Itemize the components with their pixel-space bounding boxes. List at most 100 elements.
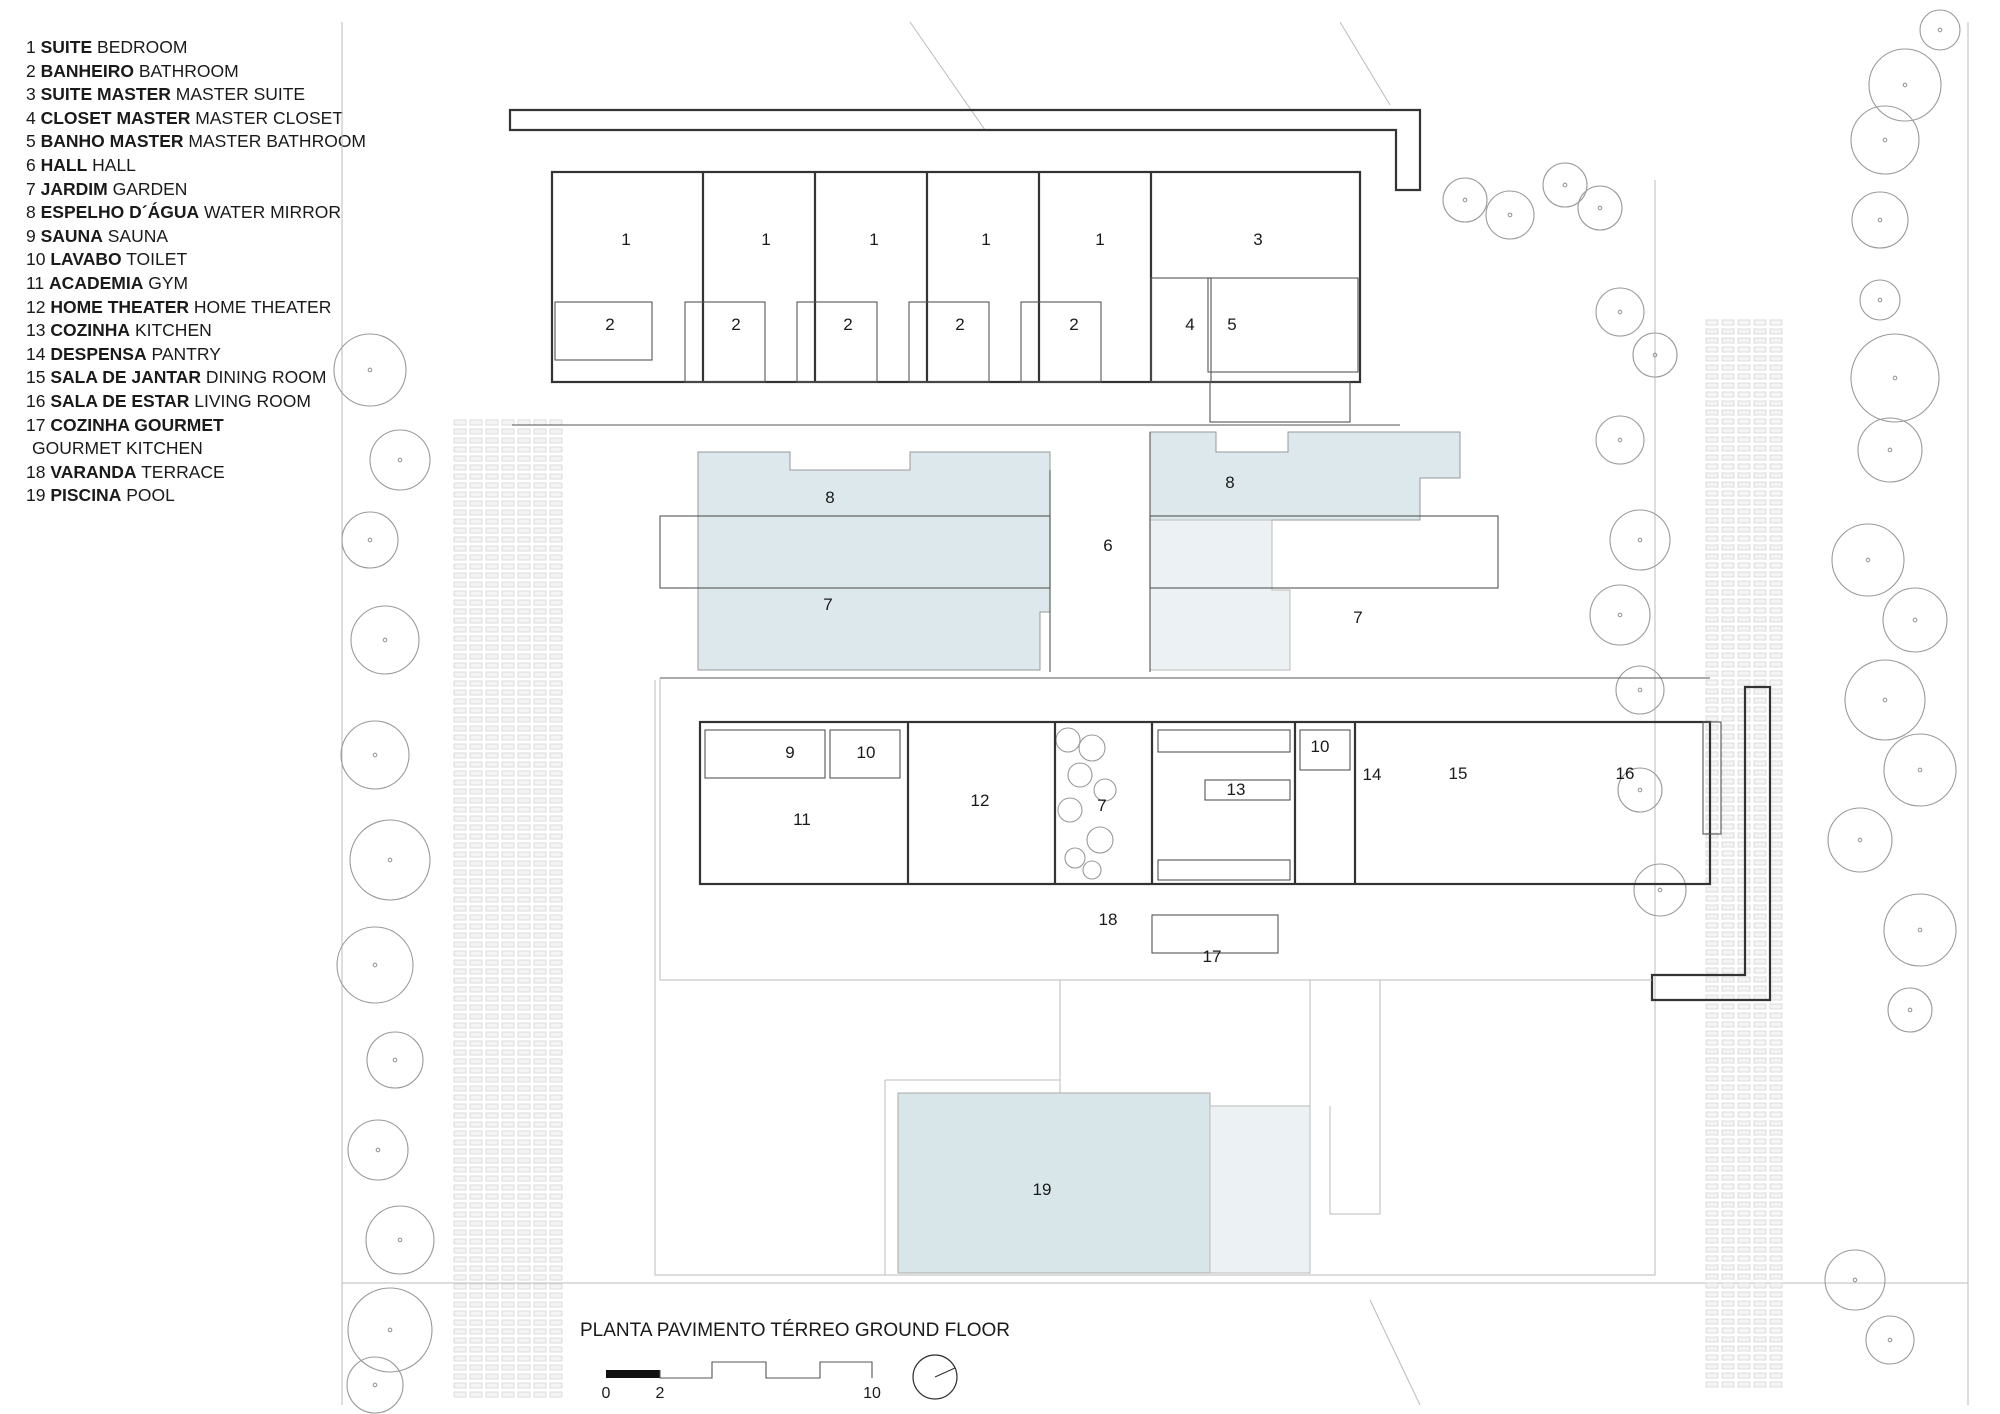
paving-block [1769,1246,1783,1253]
paving-block [1721,418,1735,425]
paving-block [501,680,515,687]
paving-block [501,797,515,804]
paving-block [1753,931,1767,938]
paving-block [1721,904,1735,911]
paving-block [517,1265,531,1272]
paving-block [1753,418,1767,425]
paving-block [1753,346,1767,353]
paving-block [485,545,499,552]
paving-block [517,599,531,606]
paving-block [453,1229,467,1236]
paving-block [549,509,563,516]
paving-block [469,734,483,741]
legend-number: 18 [26,461,46,482]
paving-block [453,1013,467,1020]
paving-block [1721,364,1735,371]
paving-block [1753,1165,1767,1172]
legend-term-pt: PISCINA [50,485,122,506]
legend-term-pt: ACADEMIA [49,272,144,293]
paving-block [1705,679,1719,686]
paving-block [1753,679,1767,686]
paving-block [485,869,499,876]
paving-block [485,770,499,777]
paving-block [485,824,499,831]
paving-block [1721,1246,1735,1253]
paving-block [1769,1156,1783,1163]
paving-block [485,1184,499,1191]
tree-center [1657,887,1663,893]
paving-block [1753,1156,1767,1163]
paving-block [469,968,483,975]
paving-block [549,788,563,795]
room-label: 8 [1225,473,1234,492]
paving-block [1721,1147,1735,1154]
legend-item: 9 SAUNA SAUNA [26,225,366,249]
room-label: 7 [1353,608,1362,627]
paving-block [1769,1318,1783,1325]
paving-block [501,977,515,984]
legend-term-pt: JARDIM [40,178,108,199]
paving-block [1705,1219,1719,1226]
paving-block [517,1292,531,1299]
paving-block [533,1256,547,1263]
paving-block [533,887,547,894]
paving-block [485,977,499,984]
paving-block [533,563,547,570]
paving-block [1737,1363,1751,1370]
paving-block [533,554,547,561]
paving-block [1721,670,1735,677]
paving-block [485,698,499,705]
paving-block [453,1121,467,1128]
paving-block [1737,562,1751,569]
paving-block [1737,1300,1751,1307]
paving-block [533,1121,547,1128]
paving-block [1737,1084,1751,1091]
paving-block [1705,526,1719,533]
paving-block [1721,1021,1735,1028]
paving-block [485,608,499,615]
legend-term-pt: LAVABO [50,249,122,270]
paving-block [1753,868,1767,875]
paving-block [549,887,563,894]
paving-block [533,428,547,435]
tree-center [1865,557,1871,563]
paving-block [469,464,483,471]
paving-block [469,671,483,678]
paving-block [1753,652,1767,659]
legend-term-en: GARDEN [112,178,188,199]
paving-block [517,626,531,633]
paving-block [485,1310,499,1317]
legend-term-en: PANTRY [151,343,221,364]
legend-number: 2 [26,60,36,81]
paving-block [1721,544,1735,551]
paving-block [469,482,483,489]
tree-center [1617,437,1623,443]
paving-block [1753,337,1767,344]
paving-block [517,959,531,966]
paving-block [1753,751,1767,758]
tree-icon [1595,415,1645,465]
paving-block [549,635,563,642]
paving-block [533,1193,547,1200]
legend-term-en: MASTER SUITE [175,84,306,105]
paving-block [1737,1057,1751,1064]
paving-block [501,1292,515,1299]
paving-block [533,536,547,543]
paving-block [1721,382,1735,389]
paving-block [533,806,547,813]
scale-label-mid: 2 [656,1385,665,1402]
paving-block [469,428,483,435]
paving-block [453,680,467,687]
paving-block [485,1202,499,1209]
paving-block [533,1364,547,1371]
paving-block [533,1319,547,1326]
paving-block [485,572,499,579]
paving-block [501,635,515,642]
paving-block [469,437,483,444]
paving-block [533,761,547,768]
paving-block [1721,499,1735,506]
paving-block [1721,580,1735,587]
paving-block [1753,625,1767,632]
paving-block [1721,1273,1735,1280]
